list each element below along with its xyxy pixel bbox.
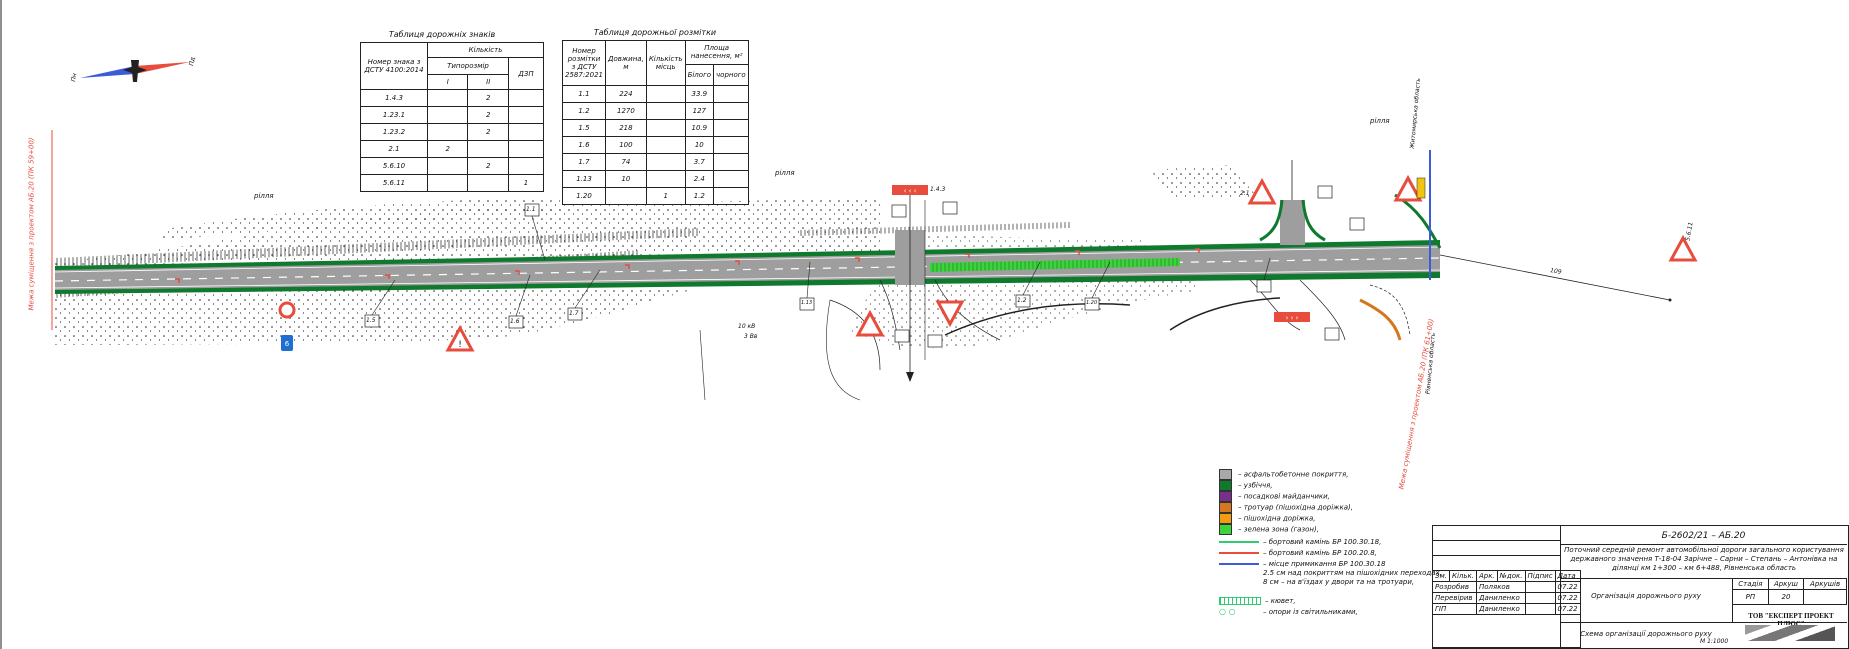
marking-label: 1.1	[526, 206, 536, 213]
legend-item: – асфальтобетонне покриття,	[1219, 469, 1348, 480]
legend-item: – місце примикання БР 100.30.18	[1219, 560, 1385, 568]
north-arrow	[80, 60, 190, 82]
marking-label: 1.2	[1017, 297, 1027, 304]
swatch	[1219, 491, 1232, 502]
col-header: Довжина, м	[604, 40, 647, 86]
section-name: Організація дорожнього руху	[1591, 592, 1701, 600]
col-header: Кількість місць	[645, 40, 686, 86]
swatch	[1219, 502, 1232, 513]
svg-text:6: 6	[285, 340, 290, 348]
marking-label: 1.5	[366, 317, 376, 324]
markings-table: Номер розмітки з ДСТУ 2587:2021 Довжина,…	[562, 40, 749, 205]
col-header: Кількість	[427, 42, 544, 58]
company-logo	[1745, 625, 1835, 641]
svg-text:!: !	[458, 340, 462, 350]
col-header: Площа нанесення, м²	[684, 40, 749, 65]
compass-label-left: Пн	[70, 72, 79, 83]
col-header: I	[426, 74, 469, 90]
note-label: 3 Вв	[744, 333, 758, 340]
marking-label: 1.7	[569, 310, 579, 317]
svg-text:‹ ‹ ‹: ‹ ‹ ‹	[904, 187, 917, 195]
legend-item: – пішохідна доріжка,	[1219, 513, 1316, 524]
col-header: Типорозмір	[427, 57, 509, 75]
legend-item: – кювет,	[1219, 597, 1296, 605]
warning-sign	[855, 309, 885, 337]
svg-text:› › ›: › › ›	[1286, 314, 1299, 322]
marking-label: 1.20	[1086, 300, 1098, 306]
scale: М 1:1000	[1700, 638, 1729, 645]
yield-sign	[935, 300, 965, 328]
side-road	[1280, 200, 1305, 245]
compass-label-right: Пд	[188, 56, 197, 67]
field-label: рілля	[254, 192, 274, 200]
road-asphalt	[55, 245, 1440, 290]
col-header: ДЗП	[507, 57, 545, 90]
field-area	[1150, 165, 1260, 200]
signs-table-title: Таблиця дорожніх знаків	[388, 30, 496, 39]
warning-sign	[1668, 234, 1698, 262]
project-title: Поточний середній ремонт автомобільної д…	[1564, 546, 1844, 572]
round-sign	[278, 301, 296, 319]
signs-table: Номер знака з ДСТУ 4100:2014 Кількість Т…	[360, 42, 545, 192]
center-marking	[54, 257, 1441, 282]
sign-label: 1.4.3	[930, 186, 946, 193]
legend-note: 8 см – на в'їздах у двори та на тротуари…	[1263, 578, 1415, 586]
swatch	[1219, 524, 1232, 535]
sign-label: 2.1	[1240, 190, 1250, 197]
sheet-name: Схема організації дорожнього руху	[1580, 630, 1712, 638]
left-border-label: Межа суміщення з проектом АБ.20 (ПК 59+0…	[27, 137, 36, 311]
marking-label: 1.6	[510, 318, 520, 325]
field-area	[160, 198, 560, 240]
yield-sign	[1247, 177, 1277, 205]
swatch	[1219, 469, 1232, 480]
marking-label: 1.13	[801, 300, 813, 306]
warning-sign: !	[445, 324, 475, 352]
legend-note: 2.5 см над покриттям на пішохідних перех…	[1263, 569, 1442, 577]
note-label: 10 кВ	[738, 323, 756, 330]
legend-item: – посадкові майданчики,	[1219, 491, 1330, 502]
info-sign: 6	[281, 335, 293, 351]
col-header: Білого	[684, 63, 715, 87]
col-header: Номер розмітки з ДСТУ 2587:2021	[562, 40, 606, 86]
legend-item: – бортовий камінь БР 100.20.8,	[1219, 549, 1377, 557]
chevron-sign: ‹ ‹ ‹	[892, 185, 928, 195]
field-label: рілля	[775, 169, 795, 177]
yellow-sign	[1416, 177, 1426, 199]
swatch	[1219, 513, 1232, 524]
road-edge-hatch	[800, 222, 1070, 236]
field-label: рілля	[1370, 117, 1390, 125]
company-name: ТОВ "ЕКСПЕРТ ПРОЕКТ ПЛЮС"	[1748, 612, 1834, 628]
legend-item: – узбіччя,	[1219, 480, 1273, 491]
swatch	[1219, 480, 1232, 491]
legend-item: – тротуар (пішохідна доріжка),	[1219, 502, 1353, 513]
legend-item: ○ ○– опори із світильниками,	[1219, 607, 1358, 616]
project-code: Б-2602/21 – АБ.20	[1661, 531, 1746, 541]
chevron-sign: › › ›	[1274, 312, 1310, 322]
legend-item: – зелена зона (газон),	[1219, 524, 1319, 535]
warning-sign	[1393, 174, 1423, 202]
col-header: Номер знака з ДСТУ 4100:2014	[360, 42, 428, 90]
col-header: II	[467, 74, 509, 90]
legend-item: – бортовий камінь БР 100.30.18,	[1219, 538, 1381, 546]
col-header: чорного	[713, 63, 749, 87]
markings-table-title: Таблиця дорожньої розмітки	[593, 28, 717, 37]
